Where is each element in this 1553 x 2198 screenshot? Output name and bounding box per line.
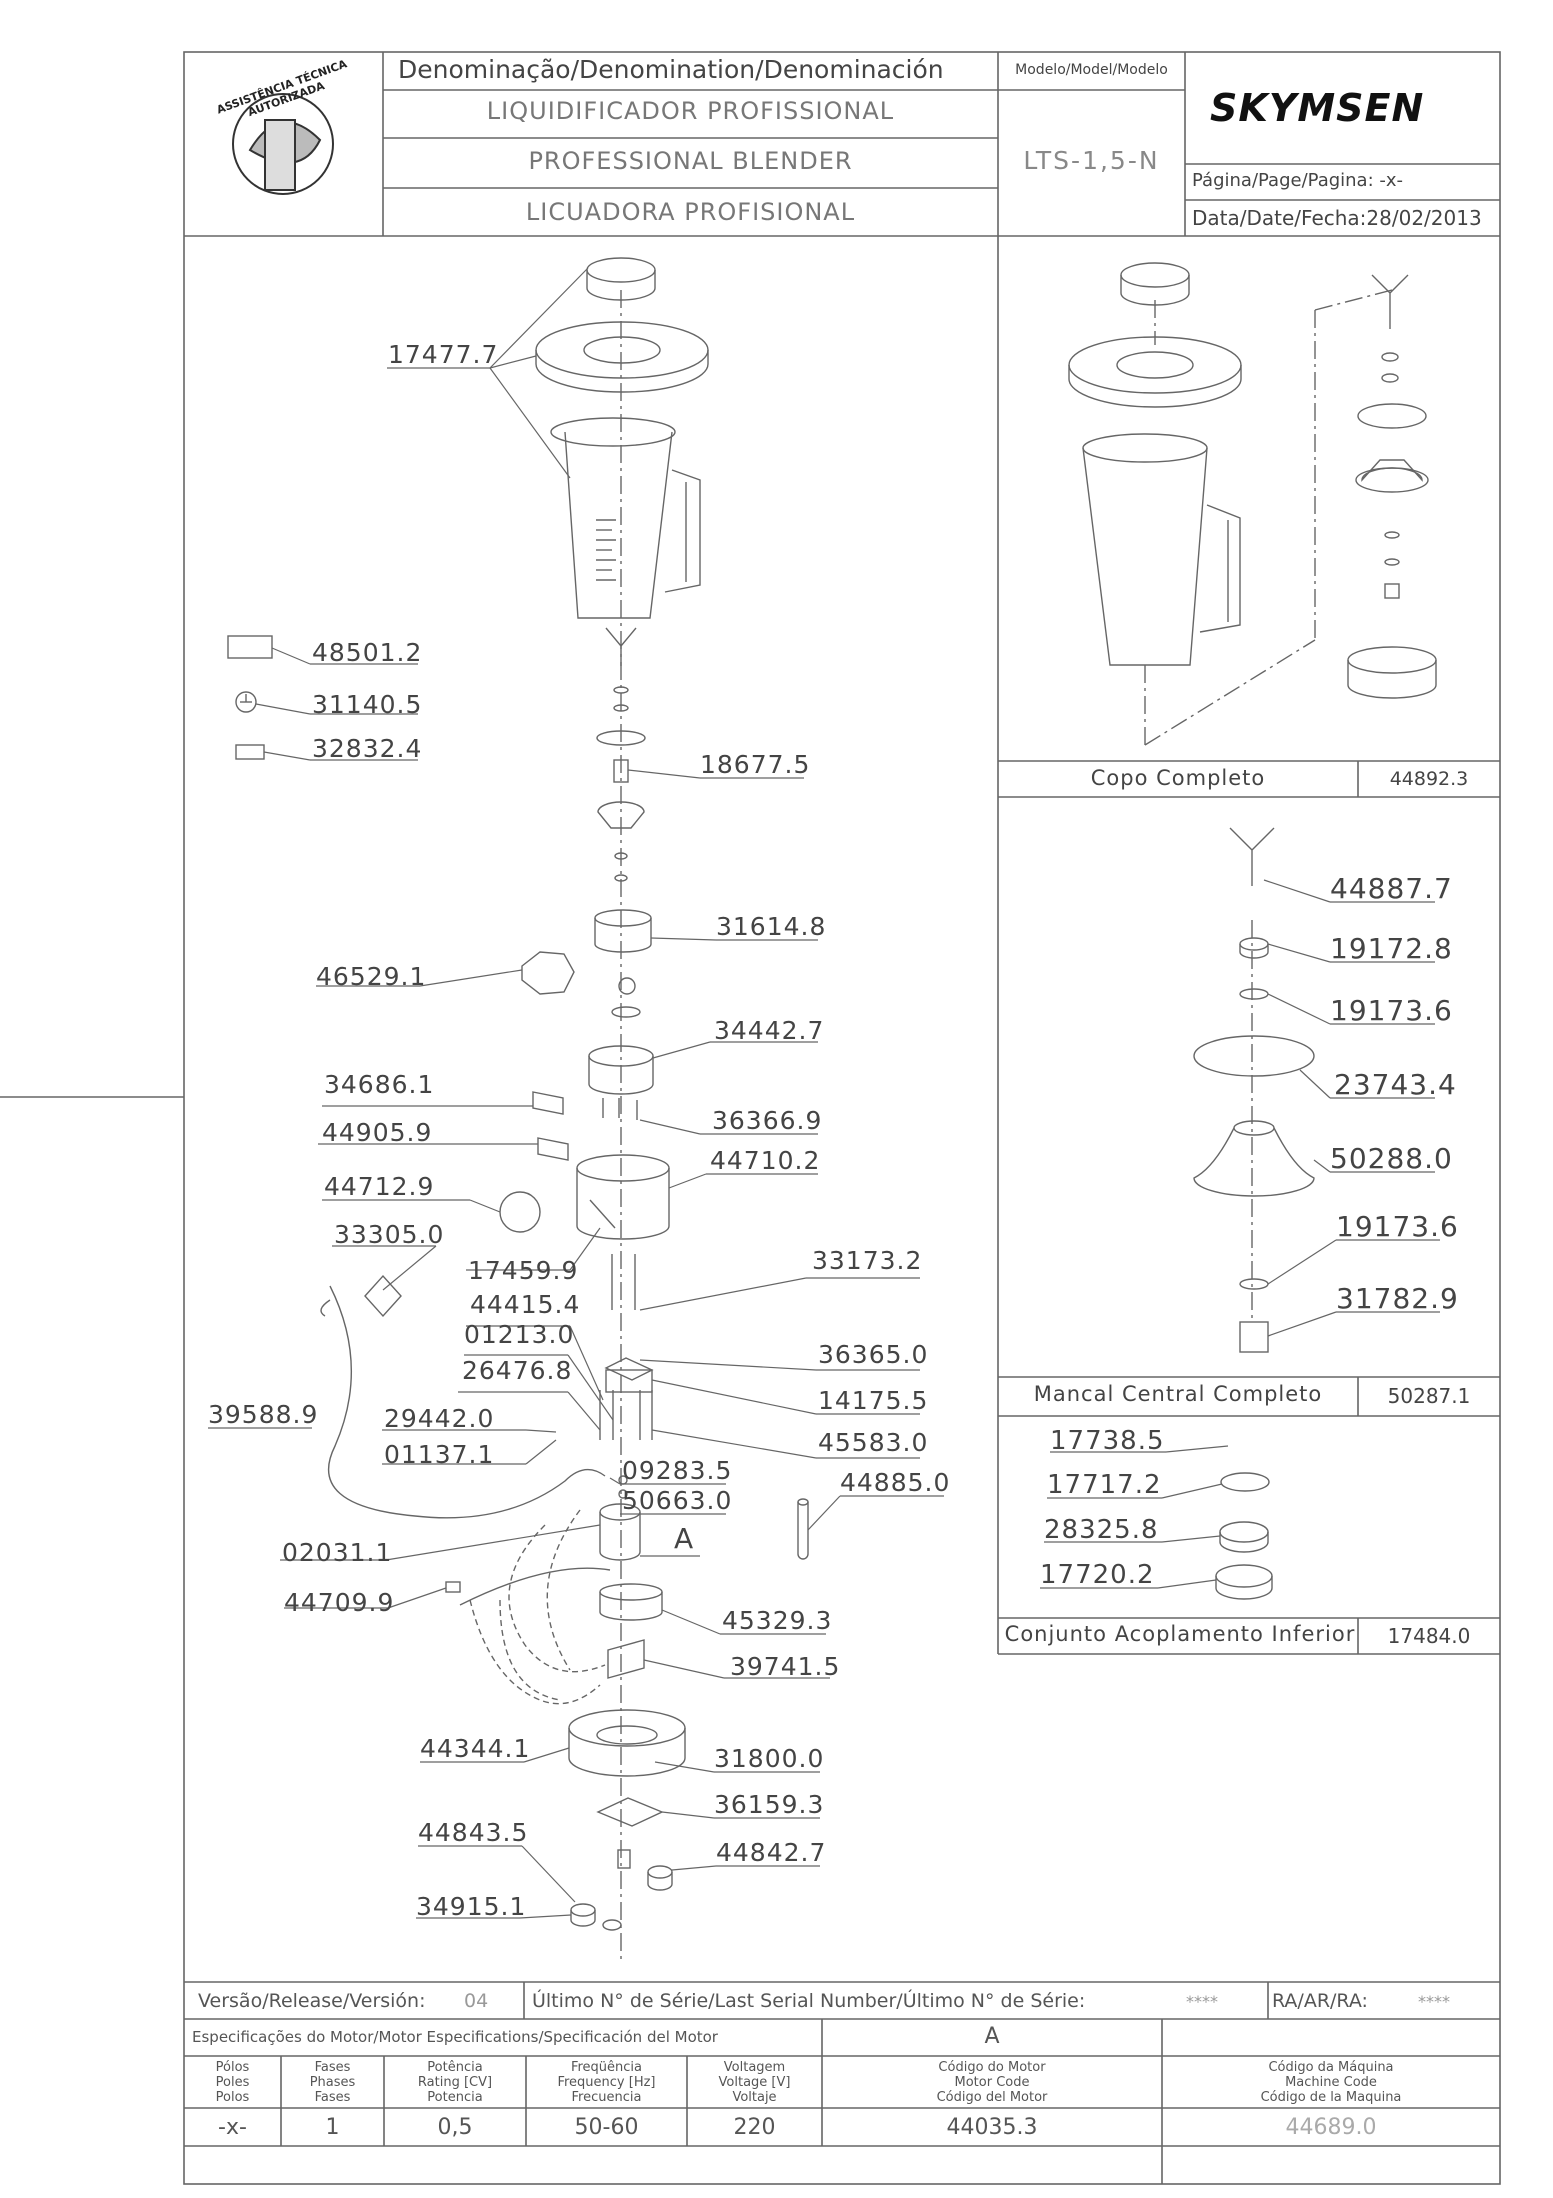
- frequency-value: 50-60: [574, 2114, 639, 2140]
- part-label: 44709.9: [284, 1588, 395, 1617]
- part-label: 33173.2: [812, 1246, 923, 1275]
- part-label: 28325.8: [1044, 1515, 1159, 1545]
- part-label: 36365.0: [818, 1340, 929, 1369]
- part-label: 44905.9: [322, 1118, 433, 1147]
- part-label: 17459.9: [468, 1256, 579, 1285]
- part-label: 44842.7: [716, 1838, 827, 1867]
- part-label: 26476.8: [462, 1356, 573, 1385]
- detail-marker-a: A: [674, 1522, 695, 1555]
- assembly-code-copo: 44892.3: [1389, 768, 1469, 790]
- part-label: 34442.7: [714, 1016, 825, 1045]
- assembly-code-mancal: 50287.1: [1387, 1384, 1471, 1408]
- model-title: Modelo/Model/Modelo: [1015, 62, 1168, 78]
- poles-value: -x-: [218, 2114, 247, 2140]
- version-label: Versão/Release/Versión:: [198, 1990, 426, 2012]
- motor-spec-letter: A: [984, 2024, 1000, 2049]
- part-label: 36159.3: [714, 1790, 825, 1819]
- part-label: 50288.0: [1330, 1142, 1453, 1175]
- part-label: 17738.5: [1050, 1426, 1165, 1456]
- part-label: 36366.9: [712, 1106, 823, 1135]
- phases-value: 1: [325, 2114, 340, 2140]
- product-name-pt: LIQUIDIFICADOR PROFISSIONAL: [486, 97, 895, 125]
- assembly-name-acoplamento: Conjunto Acoplamento Inferior: [1004, 1622, 1356, 1646]
- assembly-name-mancal: Mancal Central Completo: [1033, 1382, 1323, 1406]
- voltage-value: 220: [733, 2114, 776, 2140]
- part-label: 50663.0: [622, 1486, 733, 1515]
- part-label: 44885.0: [840, 1468, 951, 1497]
- part-label: 09283.5: [622, 1456, 733, 1485]
- part-label: 19172.8: [1330, 932, 1453, 965]
- part-label: 46529.1: [316, 962, 427, 991]
- part-label: 17717.2: [1047, 1470, 1162, 1500]
- part-label: 44843.5: [418, 1818, 529, 1847]
- version-value: 04: [464, 1990, 489, 2012]
- part-label: 19173.6: [1330, 994, 1453, 1027]
- part-label: 18677.5: [700, 750, 811, 779]
- part-label: 44344.1: [420, 1734, 531, 1763]
- model-value: LTS-1,5-N: [1023, 146, 1160, 175]
- serial-value: ****: [1186, 1992, 1218, 2011]
- part-label: 39588.9: [208, 1400, 319, 1429]
- part-label: 19173.6: [1336, 1210, 1459, 1243]
- ra-value: ****: [1418, 1992, 1450, 2011]
- part-label: 34686.1: [324, 1070, 435, 1099]
- part-label: 44415.4: [470, 1290, 581, 1319]
- part-label: 45583.0: [818, 1428, 929, 1457]
- part-label: 44710.2: [710, 1146, 821, 1175]
- part-label: 31782.9: [1336, 1282, 1459, 1315]
- part-label: 31800.0: [714, 1744, 825, 1773]
- part-label: 01137.1: [384, 1440, 495, 1469]
- part-label: 33305.0: [334, 1220, 445, 1249]
- page-label: Página/Page/Pagina: -x-: [1192, 170, 1404, 191]
- motor-spec-label: Especificações do Motor/Motor Especifica…: [192, 2028, 718, 2046]
- part-label: 48501.2: [312, 638, 423, 667]
- part-label: 44712.9: [324, 1172, 435, 1201]
- denomination-title: Denominação/Denomination/Denominación: [398, 55, 944, 84]
- part-label: 23743.4: [1334, 1068, 1457, 1101]
- brand-logo: SKYMSEN: [1210, 86, 1425, 130]
- part-label: 14175.5: [818, 1386, 929, 1415]
- power-value: 0,5: [437, 2114, 473, 2140]
- part-label: 01213.0: [464, 1320, 575, 1349]
- part-label: 31140.5: [312, 690, 423, 719]
- assembly-code-acoplamento: 17484.0: [1387, 1624, 1471, 1648]
- part-label: 02031.1: [282, 1538, 393, 1567]
- serial-label: Último N° de Série/Last Serial Number/Úl…: [532, 1990, 1086, 2012]
- part-label: 17477.7: [388, 340, 499, 369]
- part-label: 31614.8: [716, 912, 827, 941]
- part-label: 29442.0: [384, 1404, 495, 1433]
- part-label: 34915.1: [416, 1892, 527, 1921]
- assembly-name-copo: Copo Completo: [1090, 766, 1266, 790]
- motor-code-value: 44035.3: [946, 2114, 1038, 2140]
- part-label: 45329.3: [722, 1606, 833, 1635]
- ra-label: RA/AR/RA:: [1272, 1990, 1368, 2012]
- product-name-es: LICUADORA PROFISIONAL: [525, 198, 856, 226]
- part-label: 44887.7: [1330, 872, 1453, 905]
- date-label: Data/Date/Fecha:28/02/2013: [1192, 206, 1482, 230]
- part-label: 39741.5: [730, 1652, 841, 1681]
- authorized-service-logo: [232, 93, 334, 195]
- machine-code-value: 44689.0: [1285, 2114, 1377, 2140]
- part-label: 17720.2: [1040, 1560, 1155, 1590]
- part-label: 32832.4: [312, 734, 423, 763]
- product-name-en: PROFESSIONAL BLENDER: [528, 147, 853, 175]
